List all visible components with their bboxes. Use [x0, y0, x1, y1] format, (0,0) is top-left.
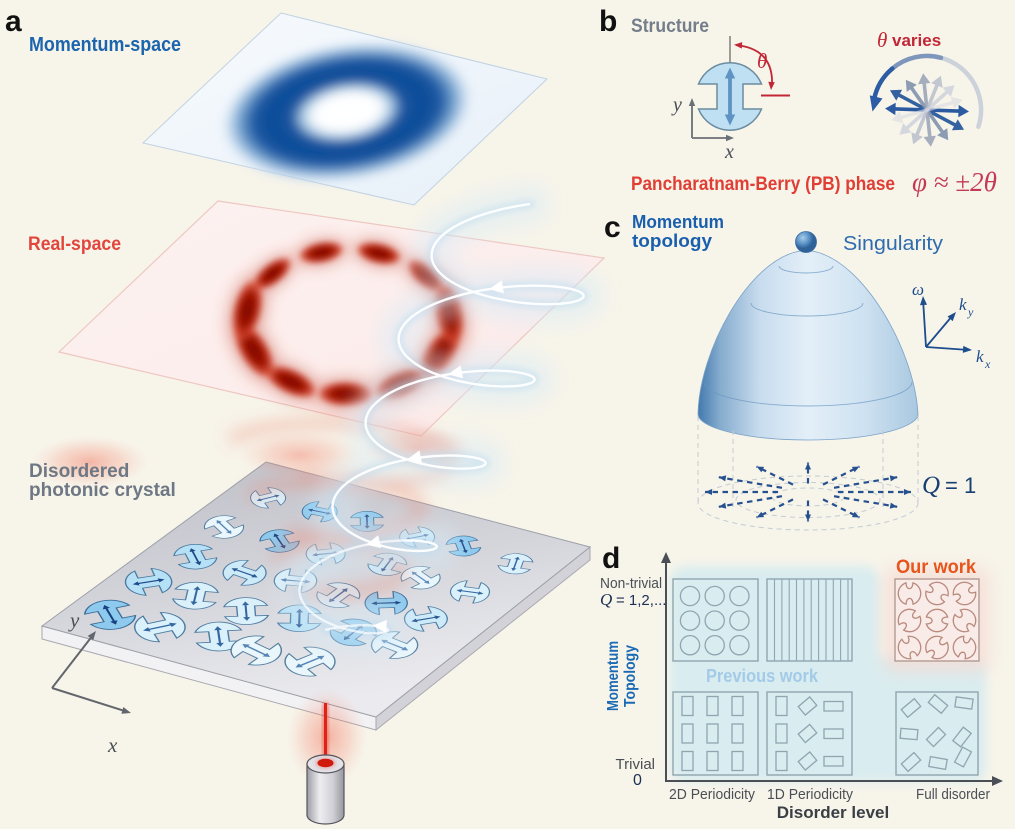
svg-text:y: y: [967, 305, 974, 319]
svg-text:φ ≈ ±2θ: φ ≈ ±2θ: [912, 167, 997, 197]
svg-text:y: y: [671, 94, 682, 116]
svg-text:Full disorder: Full disorder: [916, 786, 990, 803]
svg-text:Topology: Topology: [622, 645, 639, 707]
svg-text:Pancharatnam-Berry (PB) phase: Pancharatnam-Berry (PB) phase: [631, 174, 895, 195]
svg-text:Our work: Our work: [896, 557, 976, 578]
svg-text:x: x: [984, 357, 991, 371]
svg-text:Momentum: Momentum: [632, 212, 724, 232]
svg-text:Disorder level: Disorder level: [777, 803, 889, 822]
svg-text:θ: θ: [877, 28, 887, 52]
svg-text:Disordered: Disordered: [29, 461, 129, 482]
svg-text:Previous work: Previous work: [706, 666, 819, 686]
svg-text:= 1: = 1: [945, 473, 976, 498]
svg-text:y: y: [68, 608, 80, 632]
svg-text:ω: ω: [912, 280, 924, 299]
svg-text:varies: varies: [892, 31, 941, 50]
svg-text:0: 0: [633, 772, 642, 789]
svg-text:x: x: [724, 141, 734, 163]
svg-text:Non-trivial: Non-trivial: [600, 575, 662, 592]
svg-text:2D Periodicity: 2D Periodicity: [669, 786, 755, 803]
svg-text:k: k: [976, 347, 984, 366]
svg-text:Q: Q: [922, 472, 940, 499]
svg-text:Momentum: Momentum: [605, 641, 622, 711]
svg-text:topology: topology: [632, 231, 712, 251]
svg-text:Real-space: Real-space: [28, 234, 121, 255]
svg-text:k: k: [959, 295, 967, 314]
svg-text:Momentum-space: Momentum-space: [29, 34, 181, 56]
svg-text:= 1,2,...: = 1,2,...: [616, 592, 666, 609]
svg-text:x: x: [107, 733, 118, 757]
svg-text:Q: Q: [600, 590, 612, 609]
svg-text:c: c: [604, 211, 621, 244]
svg-text:Trivial: Trivial: [616, 756, 655, 773]
svg-text:a: a: [5, 5, 22, 38]
svg-text:1D Periodicity: 1D Periodicity: [767, 786, 853, 803]
svg-text:d: d: [602, 542, 620, 575]
svg-text:b: b: [599, 5, 617, 38]
svg-text:θ: θ: [757, 49, 767, 73]
svg-text:Singularity: Singularity: [843, 233, 943, 255]
svg-text:photonic crystal: photonic crystal: [29, 480, 176, 501]
svg-text:Structure: Structure: [631, 16, 709, 37]
